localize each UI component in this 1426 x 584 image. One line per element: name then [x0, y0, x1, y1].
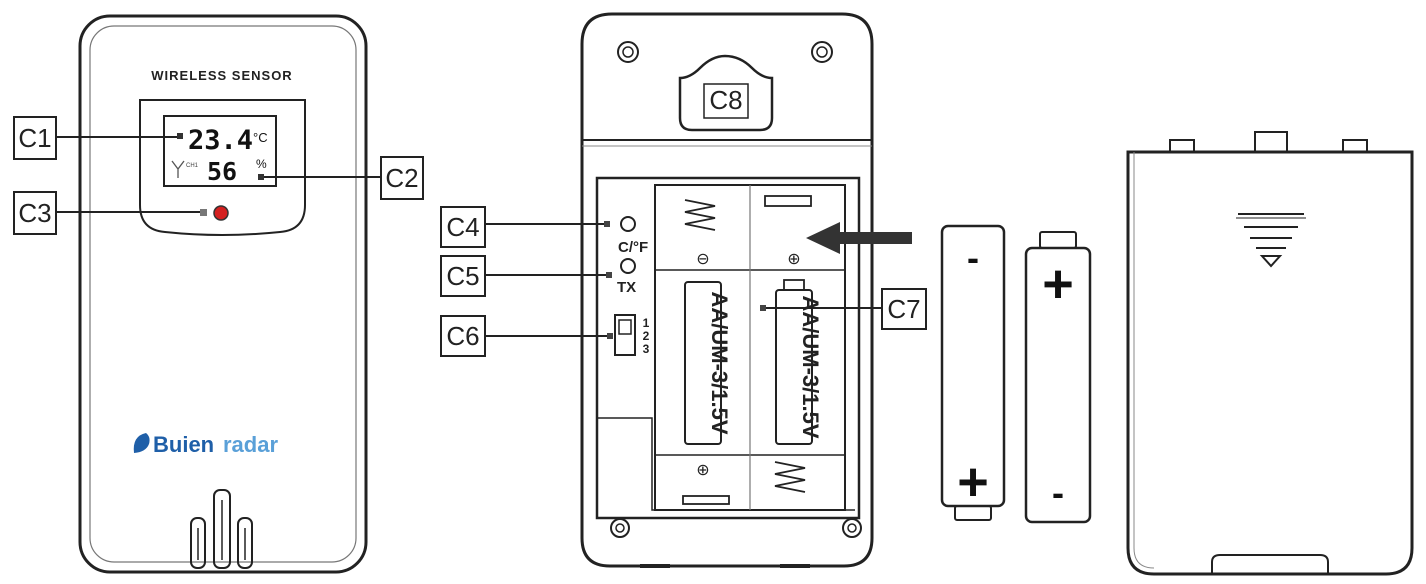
cover-tab-left	[1169, 139, 1195, 153]
callout-c2: C2	[264, 156, 424, 200]
sensor-back-body	[580, 12, 874, 568]
channel-position-2: 2	[643, 329, 650, 343]
callout-c3: C3	[13, 191, 200, 235]
loose-battery-right	[1024, 231, 1092, 524]
lcd-humidity: 56	[207, 157, 237, 186]
sensor-back	[580, 12, 874, 568]
screw-bottom-right	[842, 518, 862, 538]
loose-battery-left-minus: -	[967, 237, 979, 278]
loose-battery-left	[940, 224, 1006, 521]
loose-battery-right-minus: -	[1052, 472, 1064, 513]
svg-text:C6: C6	[446, 321, 479, 351]
battery-cover	[1126, 131, 1414, 576]
sensor-foot-left	[190, 517, 206, 569]
cover-latch	[1211, 554, 1329, 574]
svg-text:C1: C1	[18, 123, 51, 153]
compartment-battery-left	[684, 281, 722, 445]
screw-top-left	[617, 41, 639, 63]
screw-bottom-left	[610, 518, 630, 538]
contact-bottom-left	[682, 495, 730, 505]
temperature-marker	[177, 133, 183, 139]
svg-text:C3: C3	[18, 198, 51, 228]
battery-cover-body	[1126, 150, 1414, 576]
grip-ridges-icon	[1236, 213, 1306, 268]
lcd-channel: CH1	[186, 163, 199, 169]
loose-battery-right-plus: +	[1042, 254, 1074, 314]
sensor-front-body	[78, 14, 368, 574]
svg-text:C5: C5	[446, 261, 479, 291]
sensor-foot-middle	[213, 489, 231, 569]
channel-switch[interactable]	[614, 314, 636, 356]
svg-text:C4: C4	[446, 212, 479, 242]
lcd-temperature: 23.4	[188, 125, 253, 156]
brand-suffix: radar	[223, 432, 278, 457]
polarity-top-right: ⊕	[787, 249, 800, 268]
screw-top-right	[811, 41, 833, 63]
insert-arrow-icon	[806, 222, 912, 254]
cover-tab-middle	[1254, 131, 1288, 153]
unit-switch-button[interactable]	[620, 216, 636, 232]
brand-swoosh-icon	[133, 433, 150, 453]
hanger-hook	[678, 54, 774, 132]
contact-top-right	[764, 195, 812, 207]
callout-c6: C6	[440, 315, 613, 357]
lcd-window	[163, 115, 277, 187]
tx-button[interactable]	[620, 258, 636, 274]
tx-label: TX	[617, 279, 636, 296]
lcd-humidity-unit: %	[256, 157, 267, 171]
cover-tab-right	[1342, 139, 1368, 153]
channel-position-1: 1	[643, 316, 650, 330]
battery-label-right: AA/UM-3/1.5V	[798, 295, 823, 438]
reset-button[interactable]	[213, 205, 229, 221]
signal-antenna-icon	[171, 160, 185, 178]
callout-c1: C1	[13, 116, 177, 160]
channel-position-3: 3	[643, 342, 650, 356]
humidity-marker	[258, 174, 264, 180]
callout-c5: C5	[440, 255, 612, 297]
sensor-header: WIRELESS SENSOR	[151, 68, 292, 83]
loose-battery-left-plus: +	[957, 452, 989, 512]
display-bezel	[139, 99, 306, 236]
polarity-bottom-left: ⊕	[696, 460, 709, 479]
lcd-temp-unit: °C	[253, 130, 268, 145]
sensor-front	[78, 14, 368, 574]
battery-label-left: AA/UM-3/1.5V	[707, 291, 732, 434]
reset-marker	[200, 209, 207, 216]
svg-text:C7: C7	[887, 294, 920, 324]
unit-switch-label: C/°F	[618, 239, 648, 256]
sensor-foot-right	[237, 517, 253, 569]
battery-compartment	[595, 176, 861, 520]
spring-bottom-right	[774, 461, 806, 493]
sensor-front-inner-edge	[89, 25, 357, 563]
brand-prefix: Buien	[153, 432, 214, 457]
callout-c4: C4	[440, 206, 610, 248]
callout-c7: C7	[760, 288, 927, 330]
spring-top-left	[684, 199, 716, 231]
svg-text:C2: C2	[385, 163, 418, 193]
brand-logo: Buien radar	[133, 432, 278, 457]
polarity-top-left: ⊖	[696, 249, 709, 268]
c8-label: C8	[709, 85, 742, 115]
